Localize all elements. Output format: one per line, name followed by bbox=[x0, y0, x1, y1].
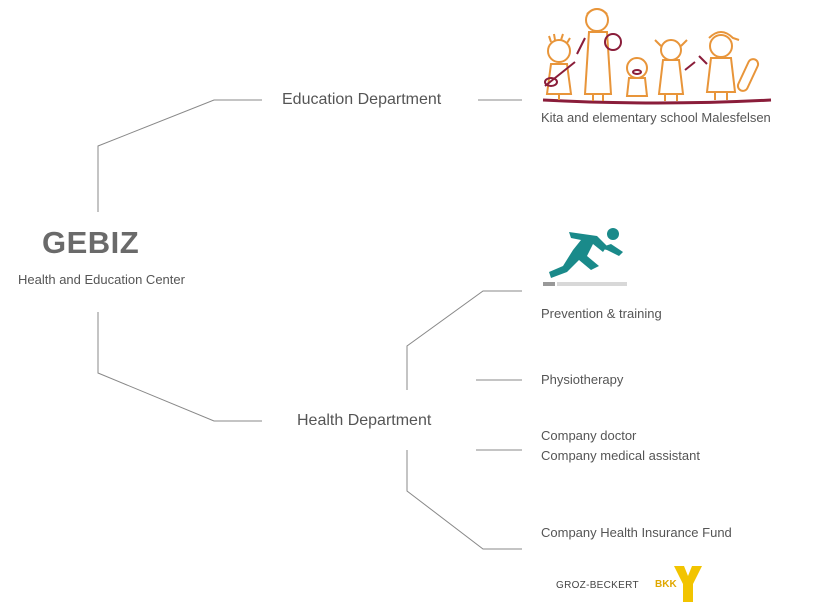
connector-education bbox=[97, 99, 262, 212]
health-item-physiotherapy: Physiotherapy bbox=[541, 372, 624, 387]
bkk-y-icon bbox=[674, 566, 702, 602]
health-department-label: Health Department bbox=[297, 412, 432, 429]
health-item-prevention: Prevention & training bbox=[541, 306, 662, 321]
health-item-insurance-fund: Company Health Insurance Fund bbox=[541, 525, 732, 540]
runner-icon bbox=[543, 228, 627, 286]
education-item-kita: Kita and elementary school Malesfelsen bbox=[541, 110, 771, 125]
connector-health bbox=[97, 312, 262, 422]
connector-insurance bbox=[406, 450, 522, 550]
center-title: GEBIZ bbox=[42, 225, 140, 260]
health-item-company-doctor: Company doctor bbox=[541, 428, 637, 443]
bkk-logo-text: GROZ-BECKERT bbox=[556, 580, 639, 591]
center-subtitle: Health and Education Center bbox=[18, 272, 185, 287]
bkk-logo-suffix: BKK bbox=[655, 579, 677, 590]
groz-beckert-bkk-logo: GROZ-BECKERT BKK bbox=[556, 564, 706, 604]
health-item-company-medical-assistant: Company medical assistant bbox=[541, 448, 700, 463]
connector-prevention bbox=[406, 290, 522, 390]
education-department-label: Education Department bbox=[282, 91, 442, 108]
children-drawing-logo bbox=[542, 8, 772, 105]
